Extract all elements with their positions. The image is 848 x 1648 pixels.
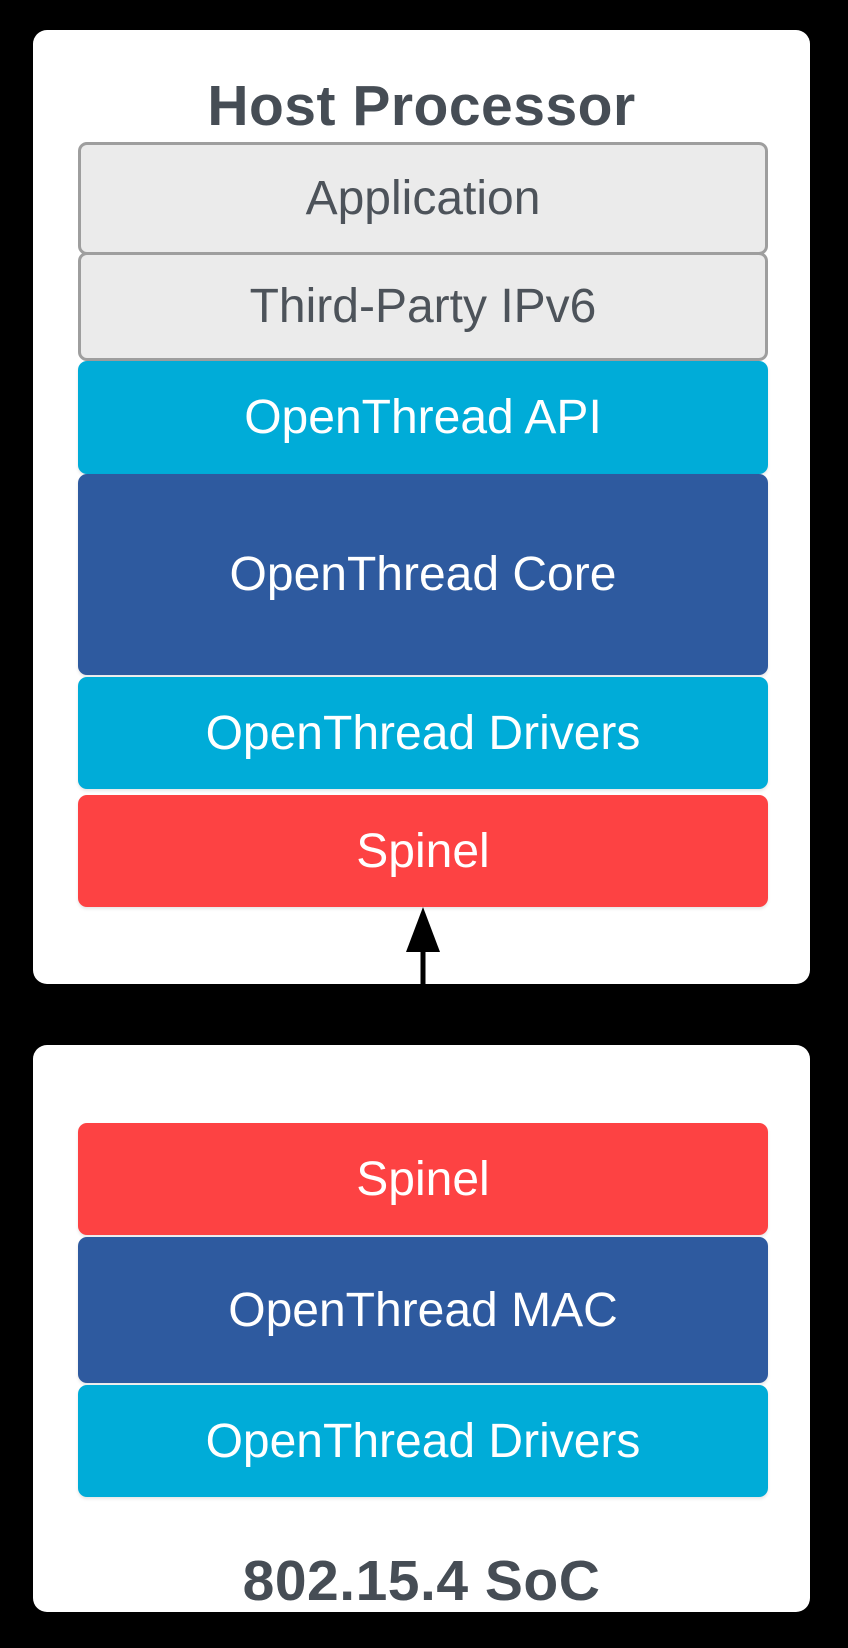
layer-openthread-mac-label: OpenThread MAC <box>228 1283 618 1337</box>
layer-openthread-mac: OpenThread MAC <box>78 1237 768 1383</box>
layer-openthread-core: OpenThread Core <box>78 474 768 675</box>
host-processor-panel: Host Processor Application Third-Party I… <box>33 30 810 984</box>
layer-openthread-api: OpenThread API <box>78 361 768 474</box>
soc-title: 802.15.4 SoC <box>242 1549 601 1613</box>
layer-openthread-drivers-soc: OpenThread Drivers <box>78 1385 768 1497</box>
host-processor-title: Host Processor <box>207 74 636 138</box>
layer-openthread-drivers-host-label: OpenThread Drivers <box>205 706 641 760</box>
soc-layer-stack: Spinel OpenThread MAC OpenThread Drivers <box>78 1123 768 1497</box>
layer-third-party-ipv6: Third-Party IPv6 <box>78 252 768 361</box>
layer-openthread-core-label: OpenThread Core <box>229 548 617 601</box>
layer-spinel-soc: Spinel <box>78 1123 768 1235</box>
host-layer-stack: Application Third-Party IPv6 OpenThread … <box>78 142 768 907</box>
layer-spinel-host-label: Spinel <box>356 824 490 878</box>
layer-openthread-api-label: OpenThread API <box>244 391 602 444</box>
layer-third-party-ipv6-label: Third-Party IPv6 <box>249 280 597 333</box>
layer-application-label: Application <box>305 172 541 225</box>
layer-openthread-drivers-soc-label: OpenThread Drivers <box>205 1414 641 1468</box>
layer-spinel-host: Spinel <box>78 795 768 907</box>
layer-application: Application <box>78 142 768 255</box>
layer-openthread-drivers-host: OpenThread Drivers <box>78 677 768 789</box>
layer-spinel-soc-label: Spinel <box>356 1152 490 1206</box>
soc-panel: Spinel OpenThread MAC OpenThread Drivers… <box>33 1045 810 1613</box>
